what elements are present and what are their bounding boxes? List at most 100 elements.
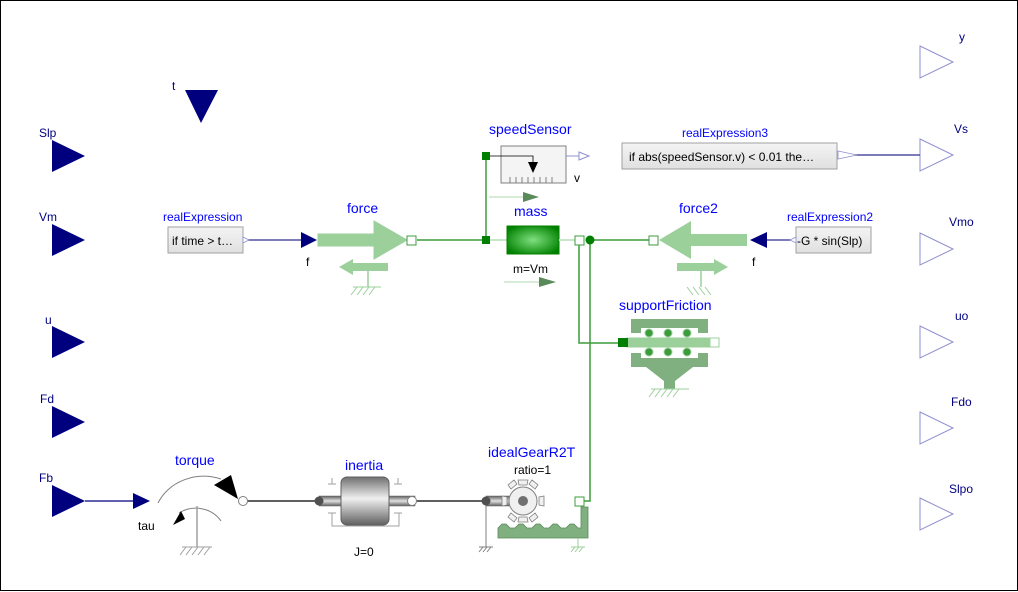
idealgearr2t-ground-left-icon bbox=[478, 546, 493, 553]
inertia-body bbox=[340, 476, 390, 526]
realexpression2-box bbox=[795, 226, 872, 254]
inertia-label: inertia bbox=[345, 457, 383, 473]
inertia-block[interactable]: inertia J=0 bbox=[314, 457, 417, 559]
idealgearr2t-flange-b-port[interactable] bbox=[574, 496, 585, 507]
speedsensor-port-label: v bbox=[574, 171, 580, 185]
output-fdo-label: Fdo bbox=[951, 395, 972, 409]
speedsensor-block[interactable]: speedSensor v bbox=[482, 121, 591, 202]
supportfriction-block[interactable]: supportFriction bbox=[618, 297, 720, 398]
force2-flange-port[interactable] bbox=[648, 235, 659, 246]
connections bbox=[85, 154, 920, 502]
force-support-arrow-icon bbox=[339, 259, 388, 275]
supportfriction-label: supportFriction bbox=[619, 297, 712, 313]
input-slp-triangle-icon bbox=[52, 140, 85, 172]
force-input-icon bbox=[301, 232, 317, 248]
realexpression3-expression: if abs(speedSensor.v) < 0.01 the… bbox=[629, 150, 814, 164]
torque-arc-icon bbox=[157, 475, 222, 504]
output-fdo[interactable]: Fdo bbox=[919, 395, 972, 445]
force-block[interactable]: f force bbox=[301, 200, 417, 296]
speedsensor-output-icon bbox=[578, 151, 591, 161]
supportfriction-flange-a-port[interactable] bbox=[618, 338, 628, 347]
speedsensor-flange-port[interactable] bbox=[482, 152, 490, 160]
realexpression3-block[interactable]: realExpression3 if abs(speedSensor.v) < … bbox=[621, 126, 858, 170]
torque-label: torque bbox=[175, 452, 215, 468]
input-u-label: u bbox=[45, 313, 52, 327]
force2-arrow-icon bbox=[659, 221, 747, 259]
force-ground-icon bbox=[350, 286, 376, 296]
output-uo-triangle-icon bbox=[919, 325, 955, 359]
input-slp[interactable]: Slp bbox=[39, 126, 85, 172]
speedsensor-direction-arrow-icon bbox=[523, 192, 539, 202]
mass-flange-b-port[interactable] bbox=[574, 235, 585, 246]
torque-support-arrow-icon bbox=[173, 511, 185, 525]
input-fb[interactable]: Fb bbox=[39, 471, 85, 517]
output-vs[interactable]: Vs bbox=[919, 122, 968, 172]
speedsensor-scale-ticks bbox=[509, 177, 553, 183]
output-y-label: y bbox=[959, 30, 965, 44]
output-slpo[interactable]: Slpo bbox=[919, 482, 973, 531]
supportfriction-rod bbox=[626, 337, 711, 348]
force-flange-port[interactable] bbox=[406, 235, 417, 246]
force-label: force bbox=[347, 200, 378, 216]
output-slpo-label: Slpo bbox=[949, 482, 973, 496]
mass-direction-arrow-icon bbox=[539, 277, 556, 287]
input-vm-triangle-icon bbox=[52, 224, 85, 256]
output-vs-triangle-icon bbox=[919, 138, 955, 172]
mass-connection-node bbox=[585, 235, 595, 245]
realexpression-output-icon bbox=[242, 236, 250, 244]
realexpression3-output-icon bbox=[837, 150, 858, 160]
force2-input-icon bbox=[750, 232, 767, 248]
input-fd[interactable]: Fd bbox=[40, 392, 85, 438]
speedsensor-label: speedSensor bbox=[489, 121, 572, 137]
mass-block[interactable]: mass m=Vm bbox=[482, 203, 595, 287]
realexpression2-output-icon bbox=[789, 236, 797, 244]
force-port-label: f bbox=[306, 255, 310, 269]
input-vm[interactable]: Vm bbox=[39, 210, 85, 256]
force2-label: force2 bbox=[679, 200, 718, 216]
torque-flange-port[interactable] bbox=[238, 496, 248, 506]
input-fd-label: Fd bbox=[40, 392, 54, 406]
input-fd-triangle-icon bbox=[52, 406, 85, 438]
torque-ground-icon bbox=[179, 546, 212, 556]
torque-arrow-icon bbox=[214, 475, 238, 499]
output-vmo-label: Vmo bbox=[949, 215, 974, 229]
inertia-flange-b-port[interactable] bbox=[407, 496, 417, 506]
supportfriction-flange-b-port[interactable] bbox=[709, 337, 720, 348]
torque-input-icon bbox=[133, 493, 150, 509]
supportfriction-upper-housing bbox=[631, 319, 708, 333]
realexpression2-expression: -G * sin(Slp) bbox=[797, 234, 862, 248]
input-u[interactable]: u bbox=[45, 313, 85, 358]
supportfriction-support-icon bbox=[646, 367, 693, 389]
idealgearr2t-block[interactable]: idealGearR2T ratio=1 bbox=[478, 444, 589, 553]
force2-ground-icon bbox=[686, 286, 712, 296]
input-t[interactable]: t bbox=[172, 79, 218, 123]
realexpression-expression: if time > t… bbox=[172, 234, 233, 248]
output-y[interactable]: y bbox=[919, 30, 965, 79]
torque-port-label: tau bbox=[138, 519, 155, 533]
supportfriction-lower-housing bbox=[631, 353, 708, 367]
idealgearr2t-ground-right-icon bbox=[570, 546, 585, 553]
mass-param: m=Vm bbox=[513, 262, 548, 276]
output-uo[interactable]: uo bbox=[919, 309, 969, 359]
speedsensor-needle-icon bbox=[528, 162, 538, 173]
input-fb-label: Fb bbox=[39, 471, 53, 485]
input-t-triangle-icon bbox=[185, 90, 218, 123]
output-vmo[interactable]: Vmo bbox=[919, 215, 974, 266]
output-fdo-triangle-icon bbox=[919, 411, 955, 445]
force-arrow-icon bbox=[317, 220, 409, 260]
idealgearr2t-param: ratio=1 bbox=[514, 463, 551, 477]
realexpression-block[interactable]: realExpression if time > t… bbox=[163, 210, 250, 254]
torque-block[interactable]: torque tau bbox=[133, 452, 248, 556]
speedsensor-needle-line bbox=[486, 155, 534, 164]
connection-mass-supportfriction[interactable] bbox=[578, 245, 621, 344]
torque-support-arc-icon bbox=[178, 507, 222, 522]
force2-port-label: f bbox=[752, 255, 756, 269]
idealgearr2t-flange-a-port[interactable] bbox=[481, 496, 491, 506]
mass-flange-a-port[interactable] bbox=[482, 236, 490, 244]
realexpression2-block[interactable]: realExpression2 -G * sin(Slp) bbox=[787, 210, 873, 254]
connection-mass-idealgear[interactable] bbox=[584, 240, 591, 502]
inertia-flange-a-port[interactable] bbox=[314, 496, 324, 506]
force2-block[interactable]: force2 f bbox=[648, 200, 767, 296]
realexpression-label: realExpression bbox=[163, 210, 242, 224]
